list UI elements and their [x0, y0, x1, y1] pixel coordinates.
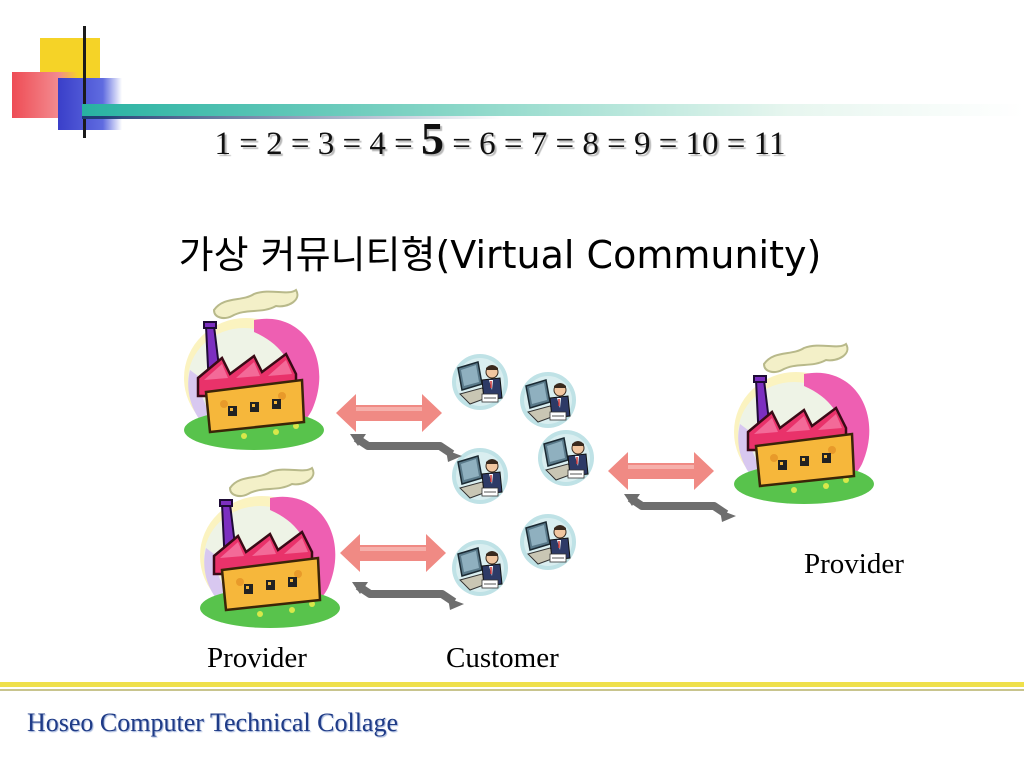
- header-deco-vertical-line: [83, 26, 86, 138]
- exchange-double-arrow-icon-right: [608, 452, 714, 490]
- sequence-before: 1 = 2 = 3 = 4 =: [214, 126, 421, 162]
- provider-factory-icon-top-left: [182, 288, 326, 452]
- sequence-heading: 1 = 2 = 3 = 4 = 5 = 6 = 7 = 8 = 9 = 10 =…: [0, 112, 1000, 165]
- provider-label-left: Provider: [207, 642, 307, 674]
- sequence-after: = 6 = 7 = 8 = 9 = 10 = 11: [444, 126, 786, 162]
- footer-institution-name: Hoseo Computer Technical Collage: [27, 708, 398, 737]
- customer-computer-user-icon-2: [519, 371, 577, 429]
- provider-factory-icon-right: [732, 342, 876, 506]
- return-arrow-icon-bottom: [352, 582, 464, 610]
- provider-label-right: Provider: [804, 548, 904, 580]
- return-arrow-icon-right: [624, 494, 736, 522]
- header-deco-gradient-bar: [82, 104, 1024, 116]
- customer-computer-user-icon-6: [519, 513, 577, 571]
- customer-computer-user-icon-4: [537, 429, 595, 487]
- exchange-double-arrow-icon-bottom: [340, 534, 446, 572]
- exchange-double-arrow-icon-top: [336, 394, 442, 432]
- sequence-highlight: 5: [421, 113, 444, 164]
- customer-label: Customer: [446, 642, 559, 674]
- footer-divider-yellow: [0, 682, 1024, 687]
- return-arrow-icon-top: [350, 434, 462, 462]
- header-deco-underline: [82, 116, 502, 119]
- customer-computer-user-icon-1: [451, 353, 509, 411]
- provider-factory-icon-bottom-left: [198, 466, 342, 630]
- slide-title: 가상 커뮤니티형(Virtual Community): [178, 233, 822, 277]
- customer-computer-user-icon-5: [451, 539, 509, 597]
- footer-divider-gray: [0, 689, 1024, 691]
